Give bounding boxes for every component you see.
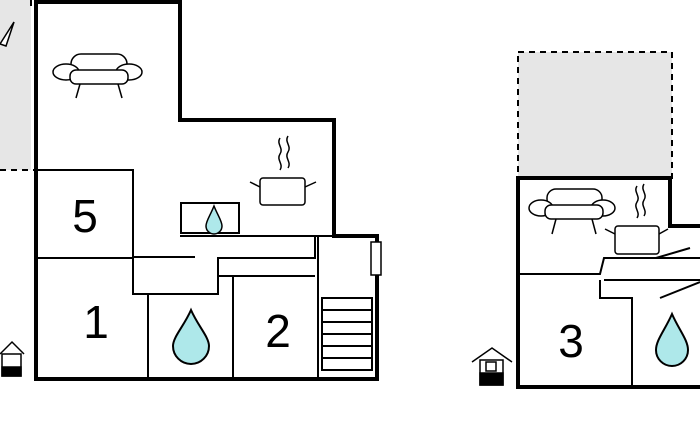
terrace-area-right [517, 51, 673, 179]
water-drop-icon [205, 203, 223, 235]
room-number: 2 [265, 305, 291, 357]
cooking-pot-icon [604, 183, 669, 255]
right-building-outline [516, 176, 700, 389]
sofa-icon [52, 53, 143, 99]
staircase-icon [321, 297, 373, 371]
terrace-area-left [0, 0, 31, 170]
left-interior-walls [36, 169, 334, 379]
room-number: 3 [558, 315, 584, 367]
north-arrow-icon [0, 21, 15, 47]
cooking-pot-icon [249, 135, 317, 206]
house-icon [471, 347, 513, 386]
right-interior-walls [518, 247, 700, 387]
house-icon [0, 340, 25, 377]
room-number: 5 [72, 190, 98, 242]
sofa-icon [528, 188, 616, 235]
water-drop-icon [654, 311, 690, 367]
window [370, 241, 382, 276]
water-drop-icon [171, 307, 211, 365]
room-number: 1 [83, 296, 109, 348]
